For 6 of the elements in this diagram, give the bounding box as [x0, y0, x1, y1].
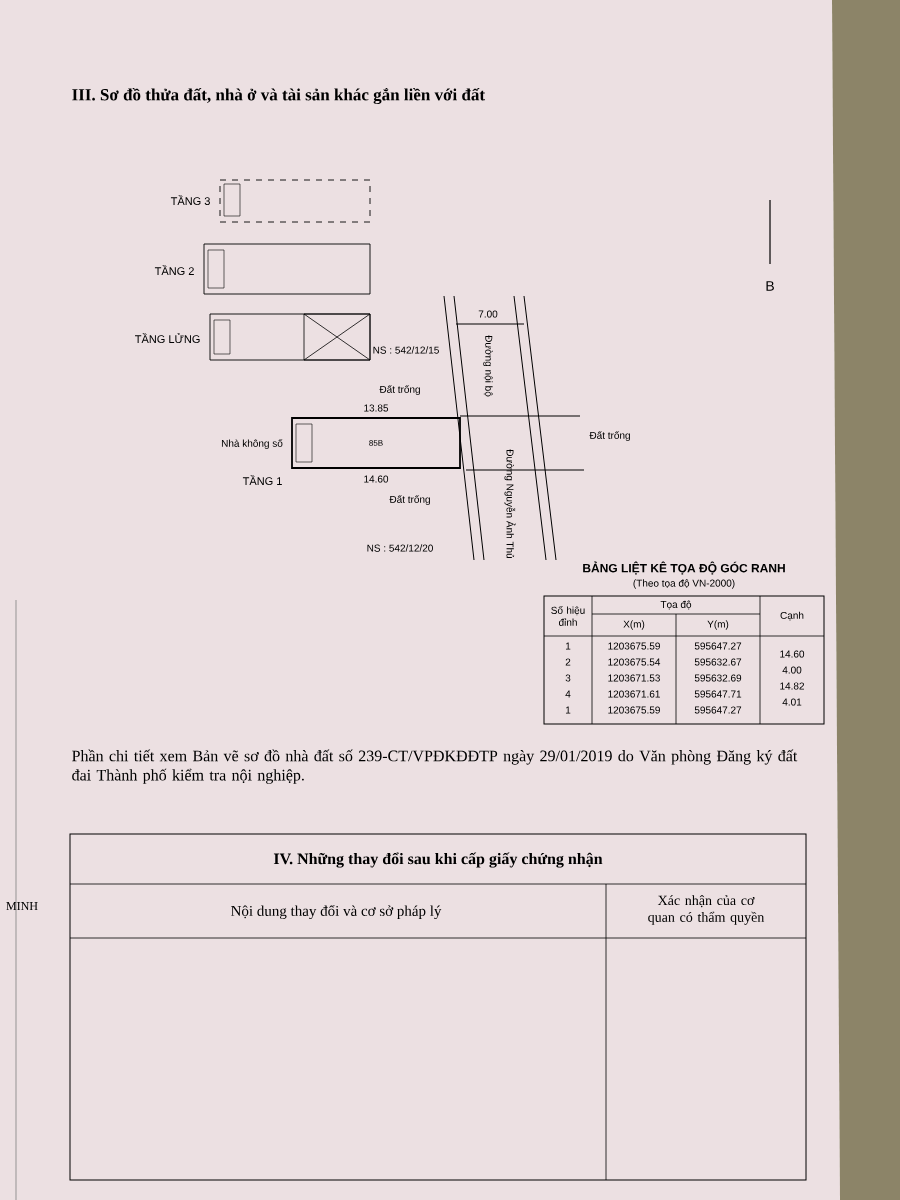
note-paragraph: Phần chi tiết xem Bản vẽ sơ đồ nhà đất số 239-CT/VPĐKĐĐTP ngày 29/01/2019 do Văn phòng Đăng ký đất đai Thành phố kiểm tra nội nghiệp. [72, 749, 798, 784]
floor-outline [209, 313, 371, 361]
floor-outline [219, 179, 371, 223]
floor-outline [203, 243, 371, 295]
table-heading: IV. Những thay đổi sau khi cấp giấy chứng nhận [273, 852, 603, 868]
section-title: III. Sơ đồ thửa đất, nhà ở và tài sản khác gắn liền với đất [72, 87, 485, 105]
